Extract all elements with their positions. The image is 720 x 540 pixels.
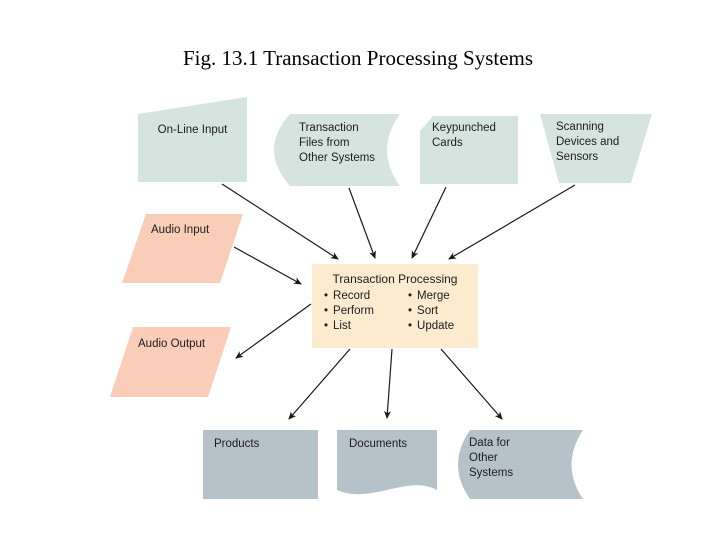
bullet-icon: • [408,290,413,302]
processing-item-update: • Update [408,319,478,334]
processing-item-record: • Record [324,289,408,304]
processing-item-label: Record [333,290,371,302]
bullet-icon: • [408,320,413,332]
processing-item-label: Perform [333,305,374,317]
arrow-processing-to-documents [384,348,393,419]
online-input-label: On-Line Input [157,124,228,136]
keypunched-cards-shape [420,116,518,184]
products-label: Products [214,438,260,450]
transaction-files-label: Transaction Files from Other Systems [299,122,376,164]
products-shape [203,430,318,499]
processing-item-sort: • Sort [408,304,478,319]
figure-title: Fig. 13.1 Transaction Processing Systems [183,46,534,70]
processing-item-list: • List [324,319,408,334]
keypunched-cards-label: Keypunched Cards [432,122,496,149]
scanning-devices-shape [540,114,652,183]
bullet-icon: • [324,320,329,332]
arrow-scanning-to-processing [448,184,576,260]
documents-shape [337,430,437,495]
data-other-systems-shape [458,430,583,499]
arrow-keypunched-to-processing [411,186,447,259]
transaction-files-shape [274,114,400,186]
processing-item-label: List [333,320,351,332]
audio-output-label: Audio Output [138,338,206,350]
audio-output-shape [110,327,231,397]
arrow-audio-input-to-processing [233,246,302,285]
processing-box-title: Transaction Processing [332,272,458,286]
processing-item-label: Sort [417,305,439,317]
processing-item-label: Update [417,320,455,332]
arrow-processing-to-products [288,348,351,420]
processing-item-label: Merge [417,290,450,302]
arrow-online-input-to-processing [221,183,339,260]
bullet-icon: • [408,305,413,317]
bullet-icon: • [324,305,329,317]
audio-input-label: Audio Input [151,224,210,236]
data-other-systems-label: Data for Other Systems [469,437,514,479]
processing-item-merge: • Merge [408,289,478,304]
arrow-processing-to-data-other-systems [440,348,503,420]
audio-input-shape [122,214,243,283]
arrow-transaction-files-to-processing [348,187,376,259]
documents-label: Documents [349,438,408,450]
online-input-shape [138,97,247,182]
processing-item-perform: • Perform [324,304,408,319]
scanning-devices-label: Scanning Devices and Sensors [556,121,620,163]
processing-box-items: • Record • Perform • List • Merge • Sort • Upd… [312,289,478,334]
transaction-processing-box: Transaction Processing • Record • Perform … [312,264,478,348]
bullet-icon: • [324,290,329,302]
arrow-processing-to-audio-output [235,303,312,359]
